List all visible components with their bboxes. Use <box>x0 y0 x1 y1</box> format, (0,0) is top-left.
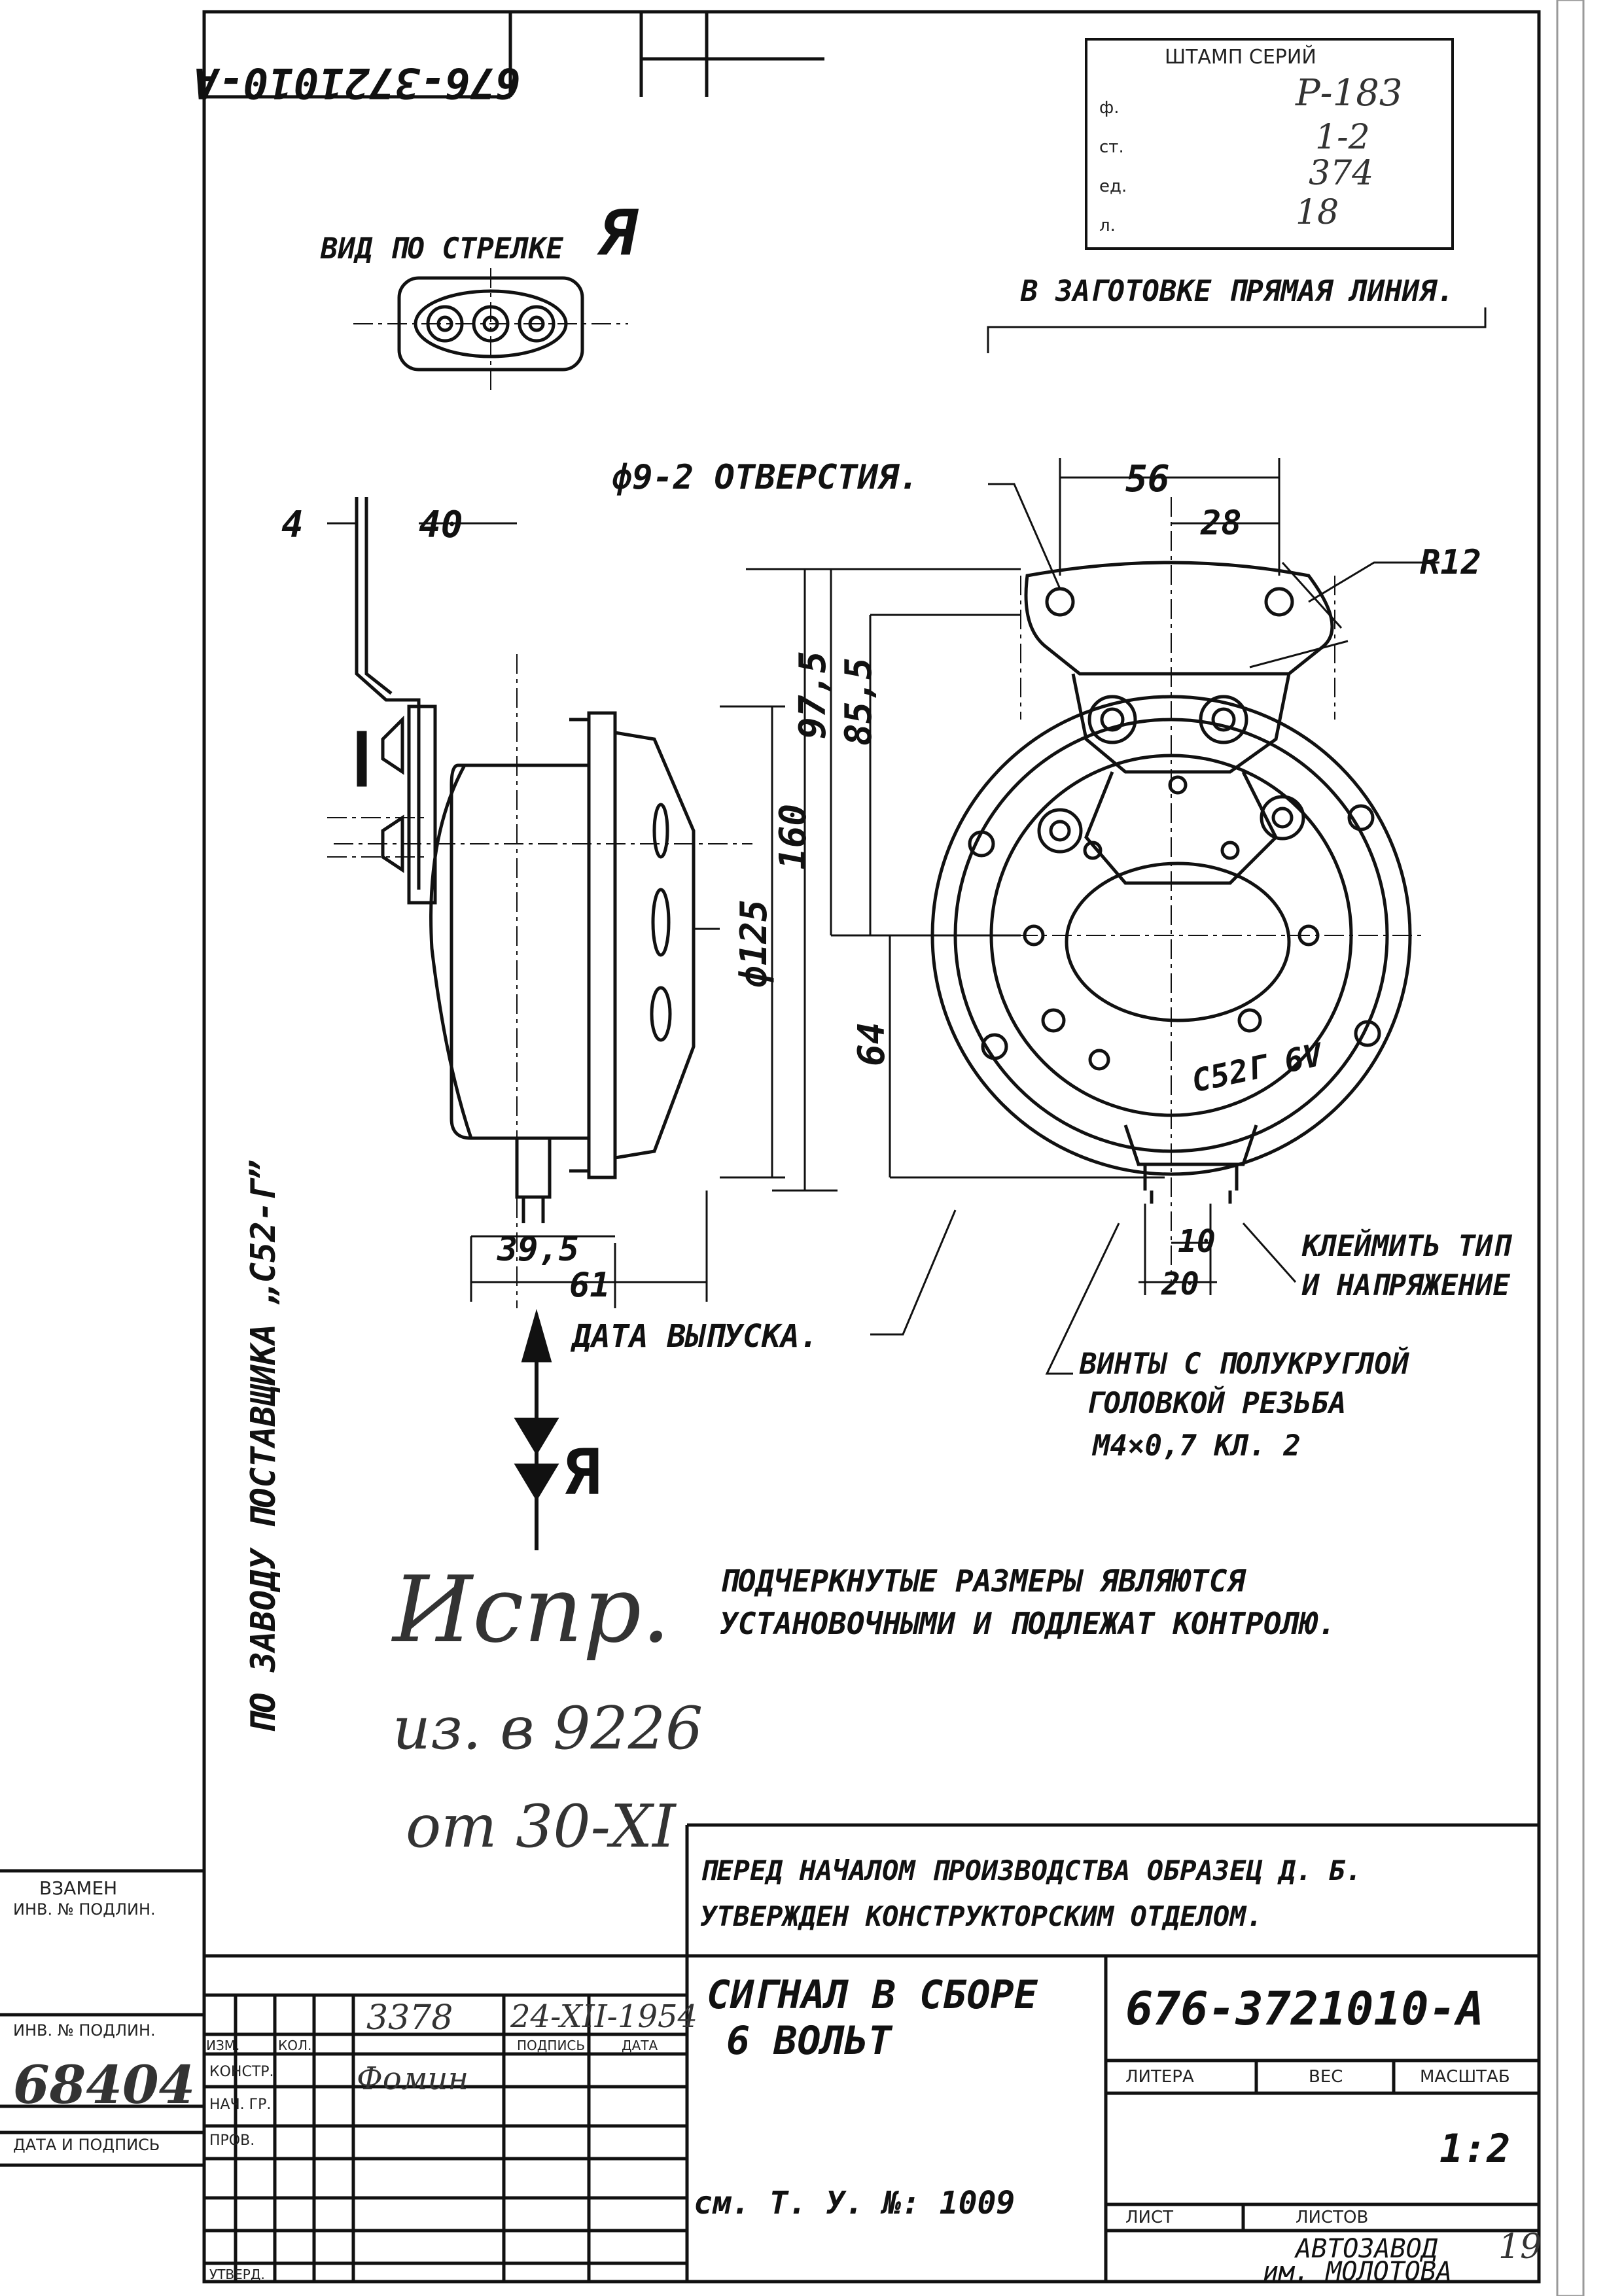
inv-label: ИНВ. № ПОДЛИН. <box>13 2021 156 2040</box>
sheet-number: 19 <box>1498 2227 1542 2267</box>
stamp-row2: 1-2 <box>1315 118 1370 157</box>
view-detail <box>353 268 628 392</box>
view-letter: Я <box>599 196 637 270</box>
outer-sheet-edge <box>1556 0 1585 2296</box>
approve-label: УТВЕРД. <box>209 2267 265 2282</box>
note-sample-1: ПЕРЕД НАЧАЛОМ ПРОИЗВОДСТВА ОБРАЗЕЦ Д. Б. <box>700 1854 1362 1887</box>
note-screws-1: ВИНТЫ С ПОЛУКРУГЛОЙ <box>1080 1348 1409 1381</box>
revision-number: 3378 <box>366 1998 453 2038</box>
note-underlined-1: ПОДЧЕРКНУТЫЕ РАЗМЕРЫ ЯВЛЯЮТСЯ <box>720 1563 1246 1599</box>
dim-61: 61 <box>569 1266 610 1305</box>
note-underlined-2: УСТАНОВОЧНЫМИ И ПОДЛЕЖАТ КОНТРОЛЮ. <box>720 1606 1336 1641</box>
stamp-row3: 374 <box>1309 154 1374 193</box>
view-arrow <box>514 1308 559 1550</box>
dim-125: ф125 <box>733 899 775 988</box>
constructor-label: КОНСТР. <box>209 2064 274 2080</box>
side-view <box>327 497 838 1308</box>
note-blank-straight-line: В ЗАГОТОВКЕ ПРЯМАЯ ЛИНИЯ. <box>1021 275 1455 308</box>
corner-stamp-title: ШТАМП СЕРИЙ <box>1165 46 1316 69</box>
corner-stamp-r4: л. <box>1099 216 1116 235</box>
dim-97-5: 97,5 <box>792 651 834 739</box>
sign-date-label: ДАТА И ПОДПИСЬ <box>13 2136 160 2154</box>
corner-stamp-r1: ф. <box>1099 98 1120 118</box>
sheet-label: ЛИСТ <box>1125 2208 1174 2227</box>
corner-stamp-r3: ед. <box>1099 177 1127 196</box>
replace-label: ВЗАМЕН <box>39 1877 118 1899</box>
dim-56: 56 <box>1125 458 1170 500</box>
rotated-drawing-number: 676-3721010-А <box>193 58 521 107</box>
view-label: ВИД ПО СТРЕЛКЕ <box>321 232 563 266</box>
revision-date: 24-XII-1954 <box>510 1998 698 2035</box>
note-stamp2: И НАПРЯЖЕНИЕ <box>1302 1269 1510 1302</box>
note-release-date: ДАТА ВЫПУСКА. <box>573 1318 819 1355</box>
stamp-row4: 18 <box>1296 193 1339 232</box>
dim-160: 160 <box>772 803 815 870</box>
org-2: им. МОЛОТОВА <box>1263 2257 1452 2287</box>
dim-10: 10 <box>1178 1223 1216 1260</box>
note-stamp: КЛЕЙМИТЬ ТИП <box>1302 1230 1510 1263</box>
note-screws-3: М4×0,7 КЛ. 2 <box>1093 1429 1301 1463</box>
mass-label: ВЕС <box>1309 2067 1343 2087</box>
spec-reference: см. Т. У. №: 1009 <box>694 2185 1015 2221</box>
corner-stamp-box <box>1085 38 1454 250</box>
litera-label: ЛИТЕРА <box>1125 2067 1194 2087</box>
supplier-note: ПО ЗАВОДУ ПОСТАВЩИКА „С52-Г” <box>244 1160 283 1733</box>
scale-value: 1:2 <box>1439 2126 1511 2172</box>
group-head-label: НАЧ. ГР. <box>209 2096 272 2113</box>
dim-64: 64 <box>851 1022 893 1066</box>
scale-label: МАСШТАБ <box>1420 2067 1510 2087</box>
handwritten-note-1: Испр. <box>393 1557 671 1663</box>
sign-label: ПОДПИСЬ <box>517 2038 586 2053</box>
replace-sub-label: ИНВ. № ПОДЛИН. <box>13 1900 156 1919</box>
corner-stamp-r2: ст. <box>1099 137 1124 157</box>
qty-label: КОЛ. <box>278 2038 312 2053</box>
date-label: ДАТА <box>622 2038 658 2053</box>
change-label: ИЗМ. <box>206 2038 240 2053</box>
author-name: Фомин <box>357 2061 469 2097</box>
title-number: 676-3721010-А <box>1125 1982 1484 2036</box>
dim-28: 28 <box>1201 504 1242 543</box>
handwritten-note-2: из. в 9226 <box>393 1694 703 1763</box>
top-number-box <box>204 12 824 99</box>
check-label: ПРОВ. <box>209 2132 255 2149</box>
dim-4: 4 <box>281 504 304 546</box>
dim-39-5: 39,5 <box>497 1230 580 1269</box>
inventory-number: 68404 <box>13 2054 196 2115</box>
title-block <box>0 1823 1539 2282</box>
note-radius: R12 <box>1420 543 1481 582</box>
sheets-label: ЛИСТОВ <box>1296 2208 1369 2227</box>
dim-85-5: 85,5 <box>838 657 880 746</box>
stamp-code: Р-183 <box>1296 72 1403 114</box>
org-1: АВТОЗАВОД <box>1296 2234 1438 2264</box>
note-sample-2: УТВЕРЖДЕН КОНСТРУКТОРСКИМ ОТДЕЛОМ. <box>700 1900 1263 1932</box>
dim-20: 20 <box>1161 1266 1199 1302</box>
dim-40: 40 <box>419 504 463 546</box>
note-holes: ф9-2 ОТВЕРСТИЯ. <box>612 458 919 497</box>
drawing-frame <box>202 10 1541 2284</box>
handwritten-note-3: от 30-XI <box>406 1792 676 1861</box>
arrow-letter: Я <box>563 1436 601 1509</box>
title-name-2: 6 ВОЛЬТ <box>726 2018 892 2064</box>
front-view <box>746 307 1487 1375</box>
title-name-1: СИГНАЛ В СБОРЕ <box>707 1972 1038 2018</box>
note-screws-2: ГОЛОВКОЙ РЕЗЬБА <box>1086 1387 1347 1420</box>
